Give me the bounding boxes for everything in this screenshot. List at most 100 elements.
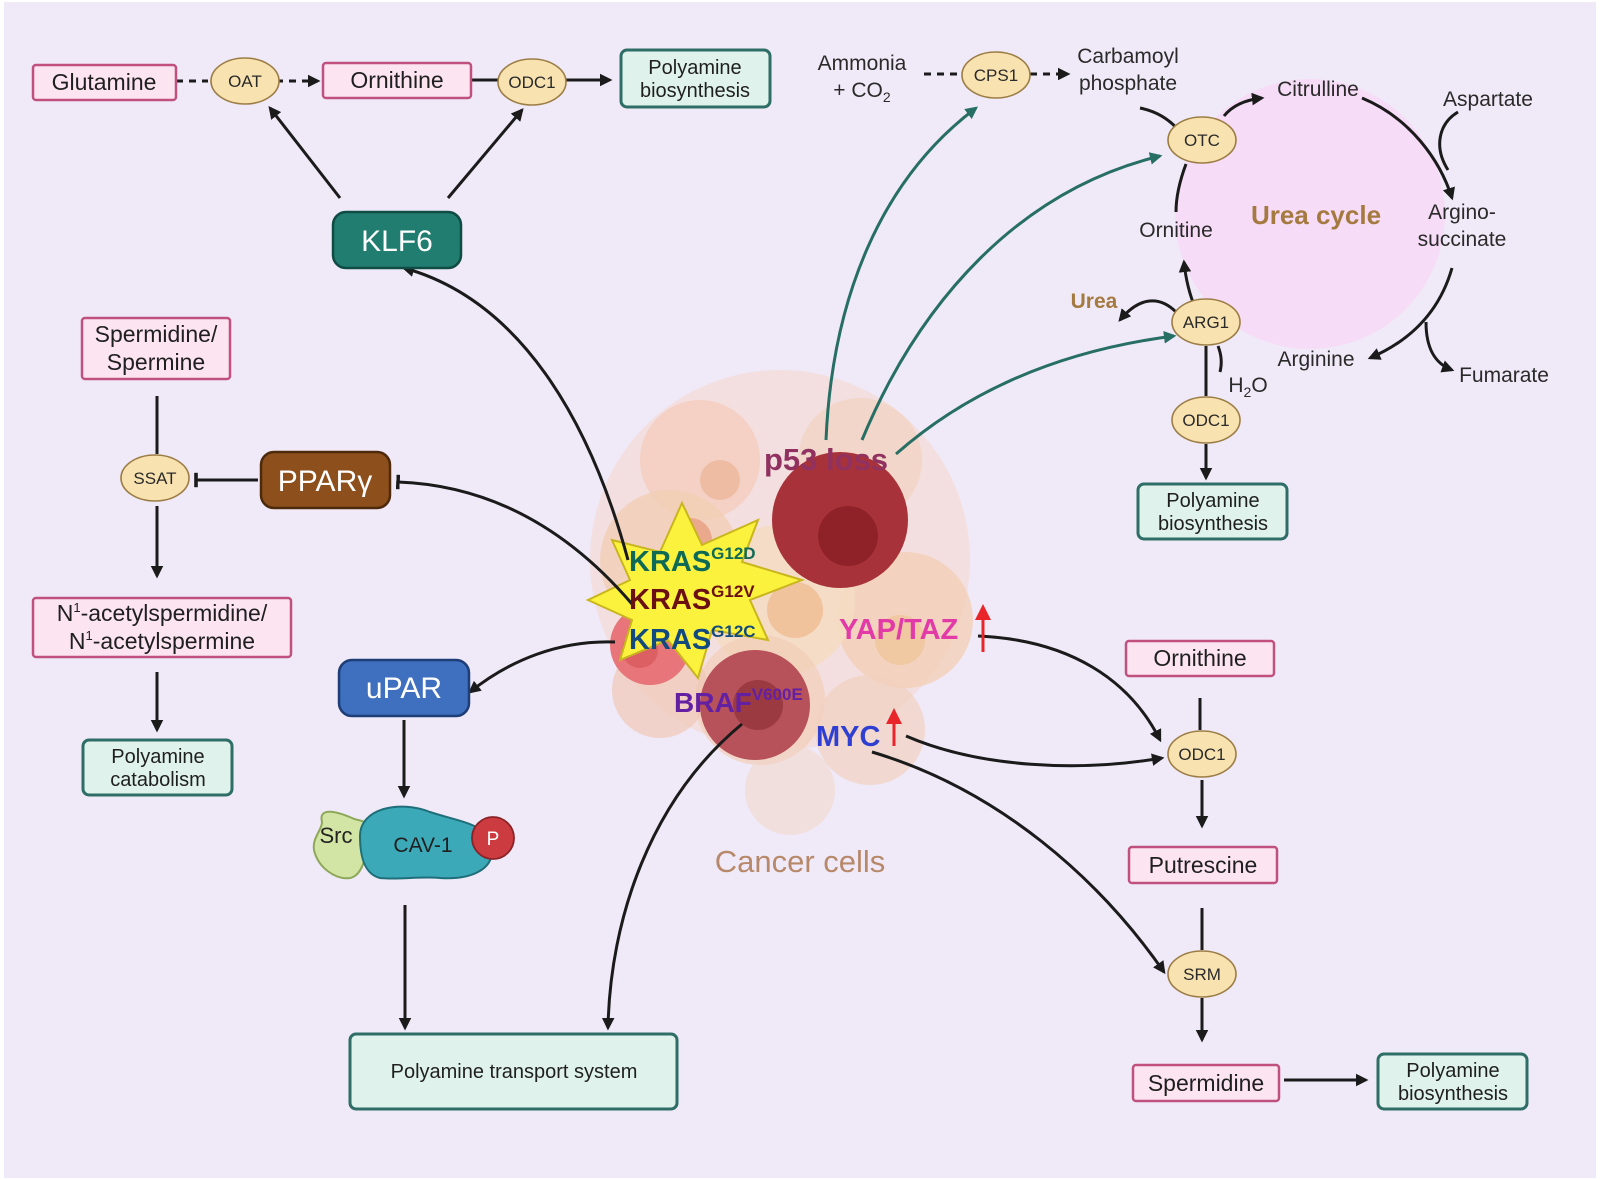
odc1-label-top: ODC1 [508,73,555,92]
catabolism-line2: catabolism [110,769,206,791]
klf6-oat-arrow [268,106,342,199]
polyamine-urea-line1: Polyamine [1166,490,1259,512]
cps1-enzyme: CPS1 [961,51,1031,99]
transport-label: Polyamine transport system [391,1061,638,1083]
ssat-enzyme: SSAT [120,454,190,502]
arginine-label: Arginine [1277,348,1354,371]
polyamine-right-line2: biosynthesis [1398,1083,1508,1105]
p53-otc-arrow [860,152,1163,441]
braf-transport-arrow [601,722,743,1031]
ornithine-box-top: Ornithine [321,61,473,100]
ammonia-line1: Ammonia [818,52,907,75]
ornitine-otc-line [1174,163,1188,213]
acetylspermidine-box: N1-acetylspermidine/ N1-acetylspermine [31,596,293,659]
ppar-node: PPARγ [259,450,392,510]
aspartate-label: Aspartate [1443,88,1533,111]
h2o-label: H2O [1228,374,1267,400]
spermidine-line2: Spermine [107,349,205,375]
myc-odc1-arrow [905,734,1165,768]
polyamine-catabolism-box: Polyamine catabolism [81,738,234,797]
myc-label: MYC [816,721,881,753]
odc1-enzyme-top: ODC1 [497,58,567,106]
ornithine-label-top: Ornithine [350,67,443,93]
yap-taz-up-arrow-icon [975,604,991,652]
src-shape [312,810,370,880]
kras-upar-arrow [468,640,616,694]
kras-klf6-arrow [401,264,630,561]
spermidine-spermine-box: Spermidine/ Spermine [80,316,232,381]
yap-taz-label: YAP/TAZ [839,614,958,646]
oat-enzyme: OAT [210,57,280,105]
putrescine-label: Putrescine [1149,852,1258,878]
polyamine-biosynthesis-box-top: Polyamine biosynthesis [619,48,772,109]
urea-cycle-title: Urea cycle [1251,200,1381,230]
fumarate-arrow [1424,321,1455,373]
ornithine-box-right: Ornithine [1124,639,1276,678]
odc1-label-urea: ODC1 [1182,411,1229,430]
acetyl-line2: N1-acetylspermine [69,628,255,654]
upar-label: uPAR [366,672,442,705]
spermidine-box-right: Spermidine [1131,1063,1281,1103]
catabolism-line1: Polyamine [111,746,204,768]
yaptaz-odc1-arrow [977,634,1162,743]
src-cav1-complex: Src CAV-1 P [312,805,515,880]
otc-enzyme: OTC [1167,116,1237,164]
otc-label: OTC [1184,131,1220,150]
srm-enzyme: SRM [1167,950,1237,998]
citrulline-label: Citrulline [1277,78,1359,101]
polyamine-right-line1: Polyamine [1406,1060,1499,1082]
klf6-node: KLF6 [331,210,463,270]
acetyl-line1: N1-acetylspermidine/ [57,600,268,626]
p53-loss-label: p53 loss [764,442,888,477]
h2o-join-line [1216,345,1223,373]
cav1-shape [358,805,494,880]
kras-g12v-label: KRASG12V [629,582,755,616]
putrescine-box: Putrescine [1127,845,1279,885]
arg1-enzyme: ARG1 [1171,298,1241,346]
carbamoyl-line1: Carbamoyl [1077,45,1179,68]
odc1-label-right: ODC1 [1178,745,1225,764]
phosphate-label: P [487,829,500,850]
argino-arginine-arrow [1367,267,1454,360]
otc-citrulline-arrow [1222,92,1265,117]
srm-label: SRM [1183,965,1221,984]
polyamine-biosynthesis-box-urea: Polyamine biosynthesis [1136,482,1289,541]
braf-label: BRAFV600E [674,685,803,718]
odc1-enzyme-right: ODC1 [1167,730,1237,778]
ammonia-line2: + CO2 [833,79,891,105]
phosphate-circle [471,816,515,860]
urea-label: Urea [1071,290,1118,313]
myc-up-arrow-icon [886,708,902,746]
polyamine-urea-line2: biosynthesis [1158,513,1268,535]
ornithine-label-right: Ornithine [1153,645,1246,671]
fumarate-label: Fumarate [1459,364,1549,387]
ppar-label: PPARγ [278,465,372,498]
kras-starburst [585,500,806,681]
kras-inhibits-ppar [395,474,634,605]
p53-arg1-arrow [895,331,1177,456]
urea-cycle-circle [1175,79,1445,349]
spermidine-label-right: Spermidine [1148,1070,1264,1096]
polyamine-biosynthesis-box-right: Polyamine biosynthesis [1376,1052,1529,1111]
myc-srm-arrow [871,750,1166,975]
klf6-odc1-arrow [446,108,524,199]
odc1-enzyme-urea: ODC1 [1171,396,1241,444]
glutamine-box: Glutamine [31,63,178,102]
carbamoyl-line2: phosphate [1079,72,1177,95]
aspartate-join-line [1438,110,1459,171]
polyamine-transport-box: Polyamine transport system [348,1032,679,1111]
oat-label: OAT [228,72,262,91]
cps1-label: CPS1 [974,66,1018,85]
spermidine-line1: Spermidine/ [95,321,218,347]
cav1-label: CAV-1 [393,834,452,857]
src-label: Src [320,823,353,848]
argino-line1: Argino- [1428,201,1496,224]
polyamine-top-line2: biosynthesis [640,80,750,102]
kras-g12d-label: KRASG12D [629,544,756,578]
p53-cps1-arrow [824,106,979,441]
arg1-urea-arrow [1118,299,1178,322]
klf6-label: KLF6 [361,225,433,258]
ssat-label: SSAT [133,469,176,488]
polyamine-top-line1: Polyamine [648,57,741,79]
